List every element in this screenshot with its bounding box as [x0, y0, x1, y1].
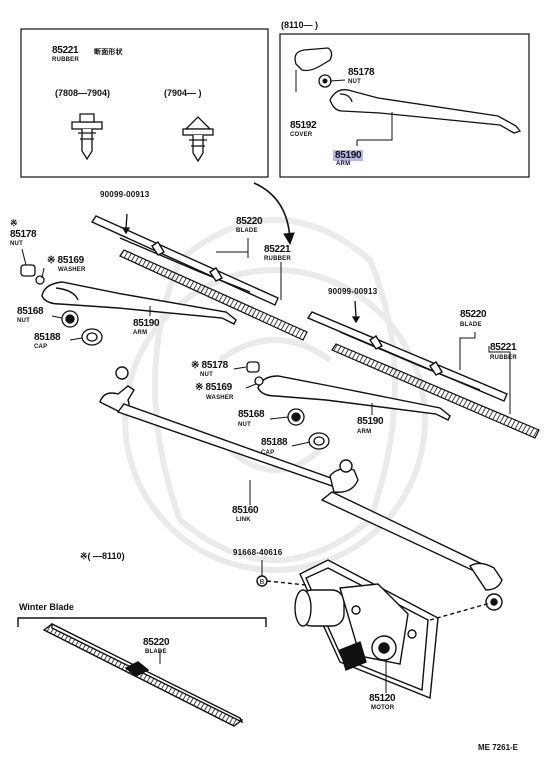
link-part-name: LINK — [236, 517, 251, 523]
leader-lines — [21, 238, 511, 693]
rubber-section-a — [71, 113, 103, 161]
right-nut2-part-name: NUT — [238, 422, 251, 428]
inset-rubber-part-name: RUBBER — [52, 57, 79, 63]
inset-rubber-part-number: 85221 — [52, 45, 79, 56]
left-arm — [41, 281, 237, 325]
winter-blade — [17, 617, 267, 727]
winter-blade-part-number: 85220 — [143, 637, 170, 648]
left-rubber — [119, 249, 308, 341]
inset-arm-part-number-highlighted: 85190 — [333, 150, 364, 161]
left-blade — [90, 215, 279, 306]
motor-part-name: MOTOR — [371, 705, 395, 711]
right-rubber-part-number: 85221 — [490, 342, 517, 353]
right-cap-part-number: 85188 — [261, 437, 288, 448]
inset-arm-cover — [294, 47, 333, 72]
left-arm-part-name: ARM — [133, 330, 148, 336]
left-nut-mark: ※ — [10, 218, 18, 228]
left-cap-part-number: 85188 — [34, 332, 61, 343]
right-washer-part-number: ※ 85169 — [195, 382, 232, 393]
inset-arm-range: (8110— ) — [281, 20, 319, 30]
inset-arm-callout — [295, 70, 393, 146]
right-nut-part-name: NUT — [200, 372, 213, 378]
pointer-arrow — [253, 182, 291, 241]
inset-arm-nut — [318, 74, 332, 88]
left-arm-part-number: 85190 — [133, 318, 160, 329]
right-rubber-part-name: RUBBER — [490, 355, 517, 361]
wiper-motor: B — [256, 559, 495, 699]
inset-arm — [329, 89, 522, 134]
right-bolt-part-number: 90099-00913 — [328, 287, 378, 296]
left-nut-part-number: 85178 — [10, 229, 37, 240]
motor-part-number: 85120 — [369, 693, 396, 704]
right-nut-washer — [246, 300, 361, 450]
motor-bolt-part-number: 91668-40616 — [233, 548, 283, 557]
right-nut-part-number: ※ 85178 — [191, 360, 228, 371]
winter-blade-part-name: BLADE — [145, 649, 167, 655]
inset-nut-part-name: NUT — [348, 79, 361, 85]
winter-blade-title: Winter Blade — [19, 602, 74, 612]
inset-rubber-section — [20, 28, 269, 178]
inset-cover-part-number: 85192 — [290, 120, 317, 131]
left-nut2-part-number: 85168 — [17, 306, 44, 317]
left-blade-part-name: BLADE — [236, 228, 258, 234]
right-cap-part-name: CAP — [261, 450, 275, 456]
left-rubber-part-number: 85221 — [264, 244, 291, 255]
right-rubber — [331, 343, 540, 439]
link-part-number: 85160 — [232, 505, 259, 516]
right-nut2-part-number: 85168 — [238, 409, 265, 420]
left-nut2-part-name: NUT — [17, 318, 30, 324]
rubber-section-b — [182, 116, 214, 163]
inset-range-a: (7808—7904) — [55, 88, 111, 98]
right-arm-part-number: 85190 — [357, 416, 384, 427]
right-arm — [257, 375, 451, 421]
wiper-link — [99, 366, 503, 611]
inset-arm-part-name: ARM — [336, 161, 351, 167]
inset-arm-8110 — [279, 33, 530, 178]
inset-nut-part-number: 85178 — [348, 67, 375, 78]
left-nut-washer — [20, 213, 131, 346]
left-rubber-part-name: RUBBER — [264, 256, 291, 262]
right-blade-part-number: 85220 — [460, 309, 487, 320]
left-bolt-part-number: 90099-00913 — [100, 190, 150, 199]
left-cap-part-name: CAP — [34, 344, 48, 350]
inset-range-b: (7904— ) — [164, 88, 202, 98]
left-blade-part-number: 85220 — [236, 216, 263, 227]
left-washer-part-name: WASHER — [58, 267, 86, 273]
applicability-note: ※( —8110) — [80, 551, 125, 561]
footer-code: ME 7261-E — [478, 743, 519, 752]
left-nut-part-name: NUT — [10, 241, 23, 247]
svg-text:B: B — [260, 579, 265, 586]
inset-section-note: 断面形状 — [94, 49, 123, 56]
inset-cover-part-name: COVER — [290, 132, 313, 138]
left-washer-part-number: ※ 85169 — [47, 255, 84, 266]
right-blade — [306, 311, 508, 402]
right-blade-part-name: BLADE — [460, 322, 482, 328]
right-washer-part-name: WASHER — [206, 395, 234, 401]
right-arm-part-name: ARM — [357, 429, 372, 435]
